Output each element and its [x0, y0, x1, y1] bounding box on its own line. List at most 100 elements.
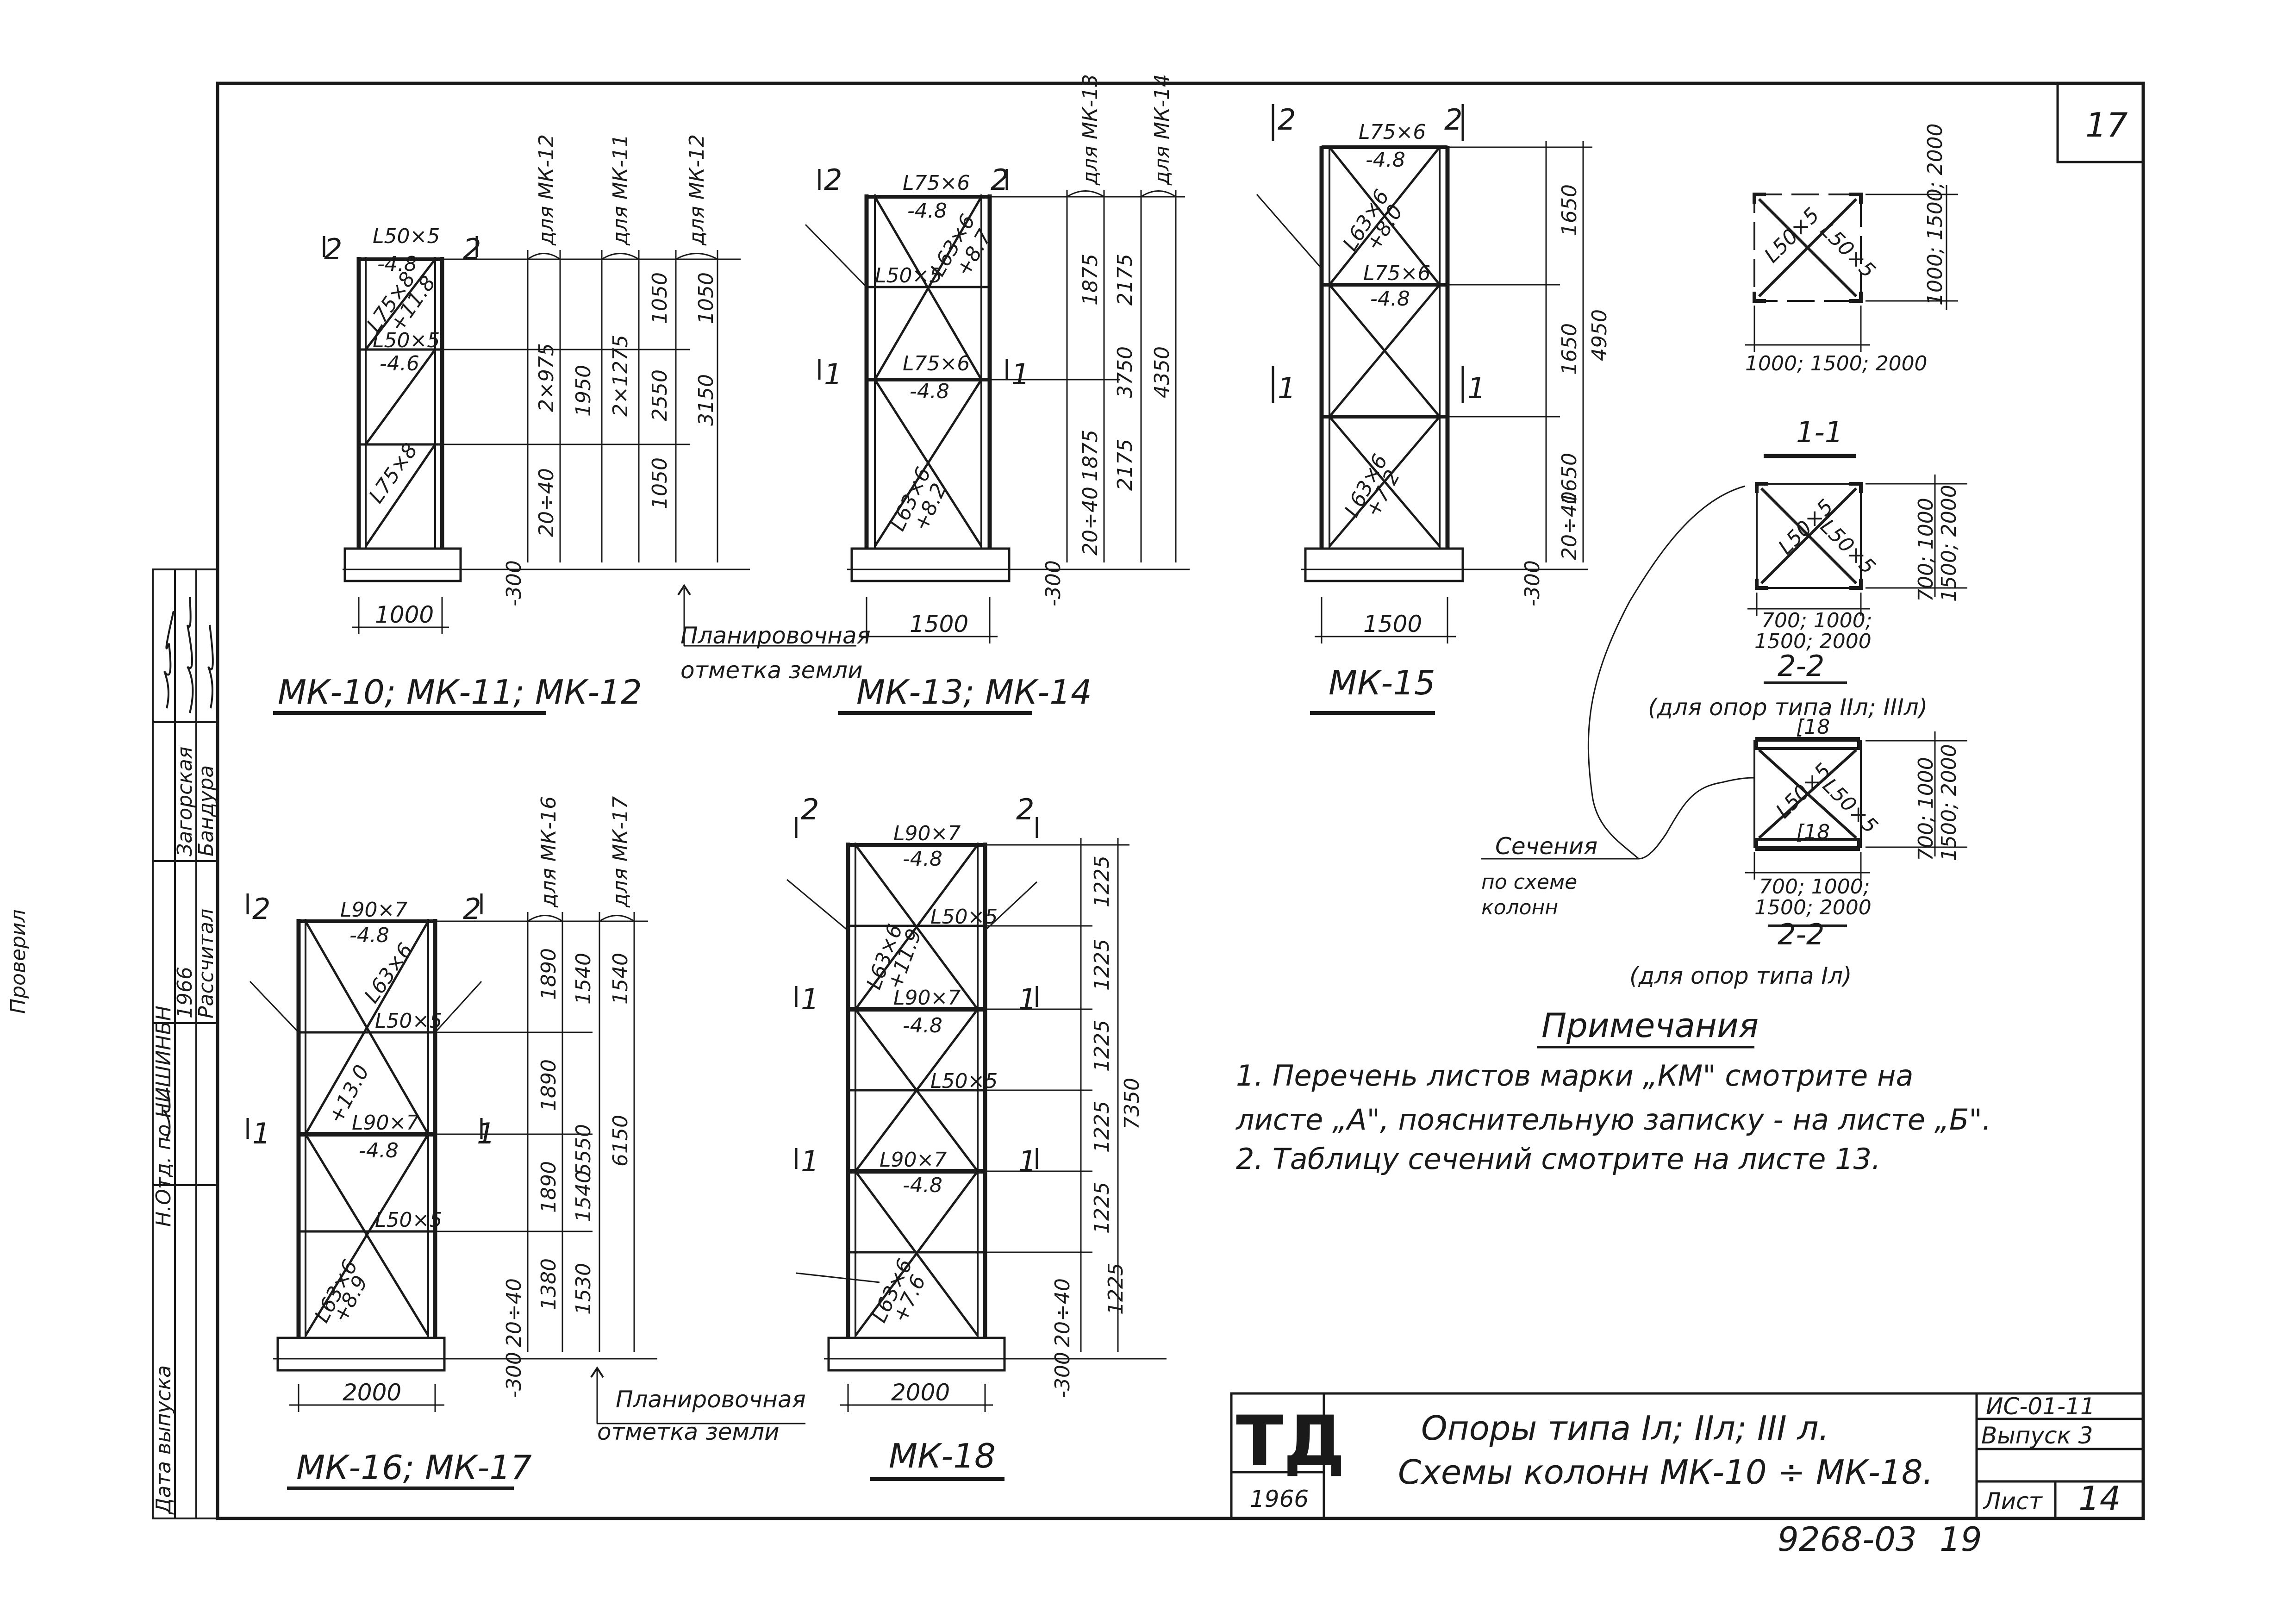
signature-scribbles [162, 597, 214, 1139]
title-block [1230, 1392, 2145, 1520]
section-a [1745, 185, 1958, 352]
column-mk13 [805, 169, 1190, 643]
mk10-for12a: для МК-12 [535, 134, 558, 246]
mk15-sec2-left: 2 [1278, 103, 1296, 137]
section-b-height2: 1500; 2000 [1937, 485, 1961, 602]
mk13-d6: 4350 [1150, 346, 1174, 398]
mk18-sec1b-left: 1 [801, 1144, 819, 1178]
title-logo: ТД [1236, 1401, 1345, 1482]
title-line1: Опоры типа Iл; IIл; III л. [1421, 1409, 1829, 1448]
mk18-base: -300 [1051, 1352, 1074, 1398]
archive-page: 19 [1940, 1520, 1982, 1559]
ground-label-upper-2: отметка земли [680, 657, 863, 684]
mk18-d1: 1225 [1090, 856, 1114, 907]
mk15-sec2-right: 2 [1444, 103, 1462, 137]
mk16-for17: для МК-17 [609, 796, 632, 908]
section-b-title: 1-1 [1796, 415, 1843, 449]
section-a-label1: L50×5 [1760, 203, 1824, 268]
column-mk15 [1256, 104, 1592, 643]
mk18-brace1: L50×5 [930, 905, 998, 929]
mk13-d7: 20÷40 [1079, 487, 1102, 556]
mk10-mid-plate: -4.6 [380, 352, 419, 375]
section-b-width1: 700; 1000; [1761, 609, 1872, 632]
mk16-caption: МК-16; МК-17 [296, 1448, 532, 1487]
mk10-caption: МК-10; МК-11; МК-12 [278, 673, 642, 712]
left-stamp-row1: Дата выпуска [152, 1365, 175, 1515]
section-c-title: 2-2 [1778, 649, 1824, 683]
mk16-sec1-left: 1 [252, 1117, 270, 1150]
section-leader-2: по схеме [1481, 870, 1577, 894]
section-c-width1: 700; 1000; [1759, 875, 1870, 899]
section-b-label2: L50×5 [1816, 515, 1880, 579]
section-c-height2: 1500; 2000 [1937, 744, 1961, 861]
mk18-sec2-right: 2 [1016, 793, 1034, 826]
section-a-label2: L50×5 [1816, 219, 1880, 283]
mk13-for13: для МК-13 [1079, 74, 1102, 186]
mk16-d6: 1540 [572, 953, 595, 1005]
notes-title: Примечания [1541, 1006, 1759, 1045]
section-c-channel-top: [18 [1796, 715, 1830, 739]
section-c-channel-bot: [18 [1796, 820, 1830, 844]
mk16-d4: 1380 [537, 1258, 561, 1310]
mk10-d6: 1050 [648, 457, 672, 509]
mk16-d5: 5550 [572, 1124, 595, 1176]
mk15-d1: 1650 [1558, 184, 1581, 236]
left-stamp-row2: Н.Отд. по НИШИНБН [152, 1006, 175, 1227]
mk16-d2: 1890 [537, 1059, 561, 1111]
title-line2: Схемы колонн МК-10 ÷ МК-18. [1398, 1453, 1934, 1492]
mk18-mid1-plate: -4.8 [903, 1014, 942, 1037]
mk13-d4: 2175 [1113, 254, 1137, 306]
mk16-diag1: L63×6 [360, 939, 418, 1007]
mk16-mid-plate: -4.8 [359, 1139, 399, 1162]
mk10-mid-profile: L50×5 [373, 329, 440, 352]
mk13-sec1-right: 1 [1011, 357, 1029, 391]
mk10-d5: 1050 [648, 272, 672, 324]
left-stamp-row6: Загорская [173, 747, 197, 856]
mk10-for11: для МК-11 [609, 134, 632, 246]
mk15-d5: 20÷40 [1558, 491, 1581, 560]
mk18-d3: 1225 [1090, 1020, 1114, 1072]
mk13-width: 1500 [910, 611, 968, 637]
mk15-caption: МК-15 [1329, 663, 1435, 702]
mk18-top-plate: -4.8 [903, 847, 942, 871]
section-c [1745, 731, 1967, 880]
left-stamp [152, 568, 218, 1519]
mk16-sec2-right: 2 [463, 892, 481, 926]
mk10-d1: 2×975 [535, 343, 558, 412]
mk18-d6: 1225 [1104, 1263, 1128, 1315]
mk13-caption: МК-13; МК-14 [856, 673, 1092, 712]
mk15-width: 1500 [1363, 611, 1422, 637]
mk16-brace2: L50×5 [375, 1208, 442, 1232]
mk15-mid-profile: L75×6 [1363, 262, 1430, 285]
mk13-for14: для МК-14 [1150, 74, 1174, 186]
mk10-d2: 1950 [572, 365, 595, 417]
mk13-brace: L50×5 [875, 264, 942, 287]
mk16-base: -300 [502, 1352, 526, 1398]
ground-mark-upper [677, 584, 856, 647]
mk10-top-profile: L50×5 [373, 225, 440, 248]
mk18-d7: 7350 [1120, 1078, 1144, 1130]
mk15-top-plate: -4.8 [1366, 148, 1405, 172]
mk18-brace2: L50×5 [930, 1069, 998, 1093]
mk10-d9: 20÷40 [535, 468, 558, 537]
section-c-height1: 700; 1000 [1914, 757, 1938, 861]
mk15-top-profile: L75×6 [1359, 120, 1426, 144]
mk10-top-plate: -4.8 [377, 252, 417, 276]
mk18-mid1-profile: L90×7 [893, 986, 961, 1010]
mk18-mid2-plate: -4.8 [903, 1174, 942, 1197]
mk16-mid-profile: L90×7 [352, 1111, 419, 1135]
mk18-mid2-profile: L90×7 [880, 1148, 947, 1172]
mk16-width: 2000 [343, 1379, 401, 1406]
mk13-d2: 1875 [1079, 430, 1102, 481]
ground-label-lower-1: Планировочная [616, 1386, 806, 1413]
mk18-sec1a-left: 1 [801, 982, 819, 1016]
mk10-width: 1000 [375, 601, 434, 628]
sheet-number: 17 [2085, 106, 2128, 144]
mk18-caption: МК-18 [889, 1437, 996, 1475]
section-leader-3: колонн [1481, 896, 1558, 919]
mk16-d7: 1540 [572, 1170, 595, 1222]
mk18-sec2-left: 2 [801, 793, 819, 826]
section-d-note: (для опор типа Iл) [1629, 962, 1852, 989]
mk16-sec2-left: 2 [252, 892, 270, 926]
